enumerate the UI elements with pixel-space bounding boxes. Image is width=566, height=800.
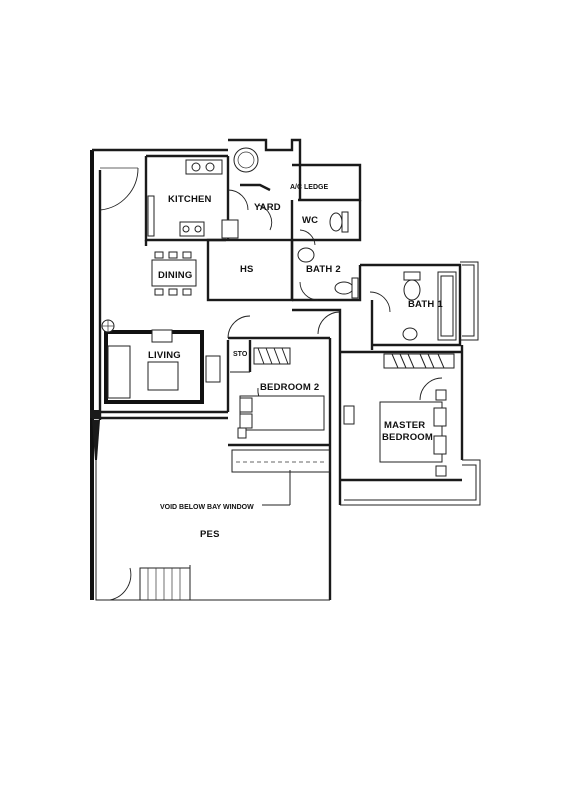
label-bedroom2: BEDROOM 2 [260, 382, 319, 393]
label-bath2: BATH 2 [306, 264, 341, 275]
label-bath1: BATH 1 [408, 299, 443, 310]
label-yard: YARD [254, 202, 281, 213]
label-dining: DINING [158, 270, 192, 281]
living-sofa [101, 319, 221, 404]
bath1-fixtures [402, 271, 457, 341]
label-pes: PES [200, 529, 220, 540]
label-master-line1: MASTER [384, 420, 425, 431]
dining-table [151, 251, 197, 296]
pes-stairs [139, 567, 191, 601]
bedroom2-wardrobe [253, 347, 291, 365]
label-living: LIVING [148, 350, 181, 361]
label-sto: STO [233, 351, 248, 358]
label-ac-ledge: A/C LEDGE [290, 184, 328, 191]
label-wc: WC [302, 215, 318, 226]
bay-window-void [231, 449, 331, 506]
yard-circle [233, 147, 259, 173]
wardrobe-bath1 [383, 353, 455, 369]
interior-walls [144, 156, 462, 447]
label-hs: HS [240, 264, 254, 275]
column-markers [90, 410, 100, 460]
room-labels: KITCHEN YARD A/C LEDGE WC DINING HS BATH… [148, 184, 443, 540]
label-void-bay-window: VOID BELOW BAY WINDOW [160, 504, 254, 511]
kitchen-fixtures [147, 159, 239, 239]
label-kitchen: KITCHEN [168, 194, 212, 205]
bedroom2-bed [237, 395, 355, 439]
master-bed [379, 389, 447, 477]
wc-fixtures [297, 211, 359, 299]
label-master-line2: BEDROOM [382, 432, 433, 443]
